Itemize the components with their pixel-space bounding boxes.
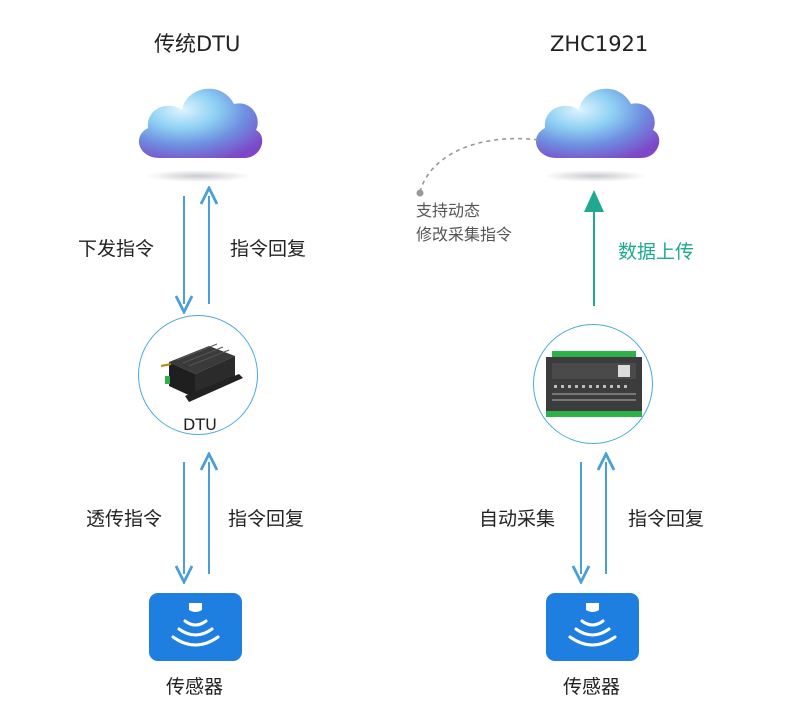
left-down-label-1: 下发指令	[78, 238, 155, 260]
zhc1921-device	[533, 324, 653, 444]
left-sensor	[149, 593, 242, 661]
io-module-device-icon	[546, 351, 642, 417]
right-up-label: 指令回复	[628, 508, 705, 530]
right-cloud-icon	[535, 88, 660, 182]
left-cloud-icon	[138, 88, 263, 182]
dtu-label: DTU	[183, 415, 217, 434]
note-line-2: 修改采集指令	[416, 225, 513, 244]
right-sensor-wave-icon	[568, 603, 617, 647]
right-down-label: 自动采集	[479, 508, 556, 530]
note-line-1: 支持动态	[416, 201, 481, 220]
dtu-device: DTU	[138, 315, 258, 435]
left-title: 传统DTU	[154, 32, 241, 56]
left-down-label-2: 透传指令	[86, 508, 163, 530]
right-sensor-label: 传感器	[563, 676, 621, 698]
dashed-curve-connector	[419, 137, 541, 193]
left-up-label-1: 指令回复	[230, 238, 307, 260]
left-up-label-2: 指令回复	[228, 508, 305, 530]
left-sensor-label: 传感器	[166, 676, 224, 698]
dashed-curve-dot	[416, 189, 424, 197]
right-sensor	[546, 593, 639, 661]
left-sensor-wave-icon	[171, 603, 220, 647]
upload-label: 数据上传	[618, 241, 695, 263]
right-title: ZHC1921	[550, 32, 649, 56]
dtu-device-icon	[160, 343, 243, 402]
